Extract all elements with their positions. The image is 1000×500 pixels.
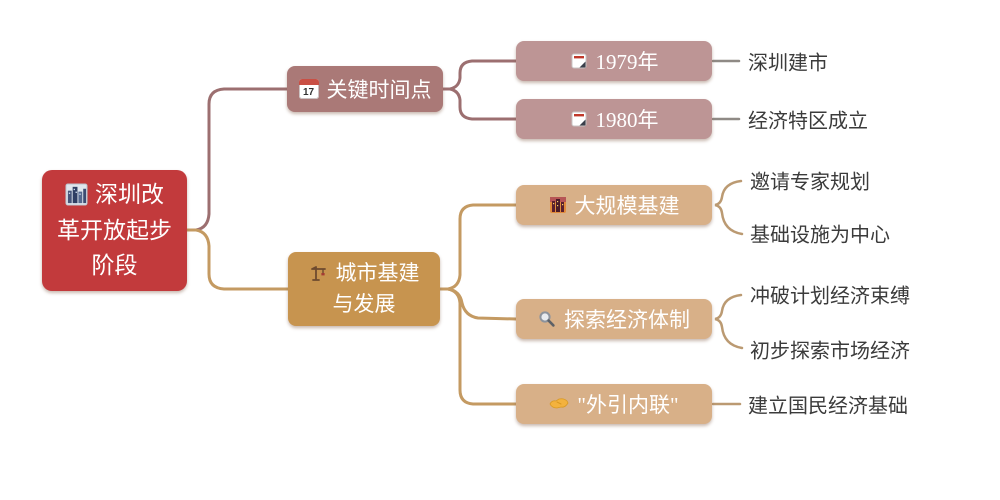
node-large-scale-infrastructure[interactable]: 大规模基建 <box>516 185 712 225</box>
connector-branch1-to-1980 <box>441 87 518 121</box>
node-label: 1980年 <box>595 108 659 132</box>
connector-root-to-branch1 <box>185 87 289 232</box>
connector-root-to-branch2 <box>185 228 290 291</box>
root-line-1: 深圳改 <box>65 177 164 213</box>
branch-key-timepoints[interactable]: 17 关键时间点 <box>287 66 443 112</box>
leafbrace-infra <box>714 179 744 236</box>
branch-label: 关键时间点 <box>326 78 432 102</box>
crane-icon <box>309 263 329 283</box>
memo-icon <box>570 110 588 128</box>
calendar-icon: 17 <box>298 79 319 99</box>
leaf-sez-established[interactable]: 经济特区成立 <box>748 110 868 133</box>
leaf-invite-experts[interactable]: 邀请专家规划 <box>750 171 870 194</box>
handshake-icon <box>549 397 569 411</box>
leafbrace-economy <box>714 293 744 350</box>
cityscape-icon <box>65 183 88 206</box>
node-explore-economic-system[interactable]: 探索经济体制 <box>516 299 712 339</box>
node-1980[interactable]: 1980年 <box>516 99 712 139</box>
leaf-shenzhen-city-founded[interactable]: 深圳建市 <box>748 52 828 75</box>
node-label: "外引内联" <box>577 393 679 417</box>
root-label-part: 深圳改 <box>95 182 164 208</box>
branch-label-part: 城市基建 <box>335 260 420 285</box>
node-label: 探索经济体制 <box>564 308 690 332</box>
root-label-part: 阶段 <box>91 253 138 279</box>
memo-icon <box>570 52 588 70</box>
leaf-infrastructure-centered[interactable]: 基础设施为中心 <box>750 224 890 247</box>
leaf-national-economy-foundation[interactable]: 建立国民经济基础 <box>748 395 908 418</box>
connector-branch1-to-1979 <box>441 59 518 91</box>
node-1979[interactable]: 1979年 <box>516 41 712 81</box>
branch-urban-infrastructure[interactable]: 城市基建 与发展 <box>288 252 440 326</box>
calendar-icon-day: 17 <box>302 86 315 98</box>
leaf-explore-market-economy[interactable]: 初步探索市场经济 <box>750 340 910 363</box>
root-label-part: 革开放起步 <box>57 217 172 243</box>
node-external-internal-linkage[interactable]: "外引内联" <box>516 384 712 424</box>
connector-branch2-to-child1 <box>438 203 518 291</box>
city-dusk-icon <box>549 196 567 214</box>
calendar-icon-header <box>298 79 319 85</box>
branch-label-part: 与发展 <box>332 292 396 316</box>
node-label: 大规模基建 <box>574 194 680 218</box>
leaf-break-planned-economy[interactable]: 冲破计划经济束缚 <box>750 285 910 308</box>
node-label: 1979年 <box>595 50 659 74</box>
connector-branch2-to-child2 <box>438 287 518 321</box>
root-node[interactable]: 深圳改 革开放起步 阶段 <box>42 170 187 291</box>
branch-line-1: 城市基建 <box>309 258 420 290</box>
magnifier-icon <box>538 310 556 328</box>
connector-branch2-to-child3 <box>438 287 518 406</box>
